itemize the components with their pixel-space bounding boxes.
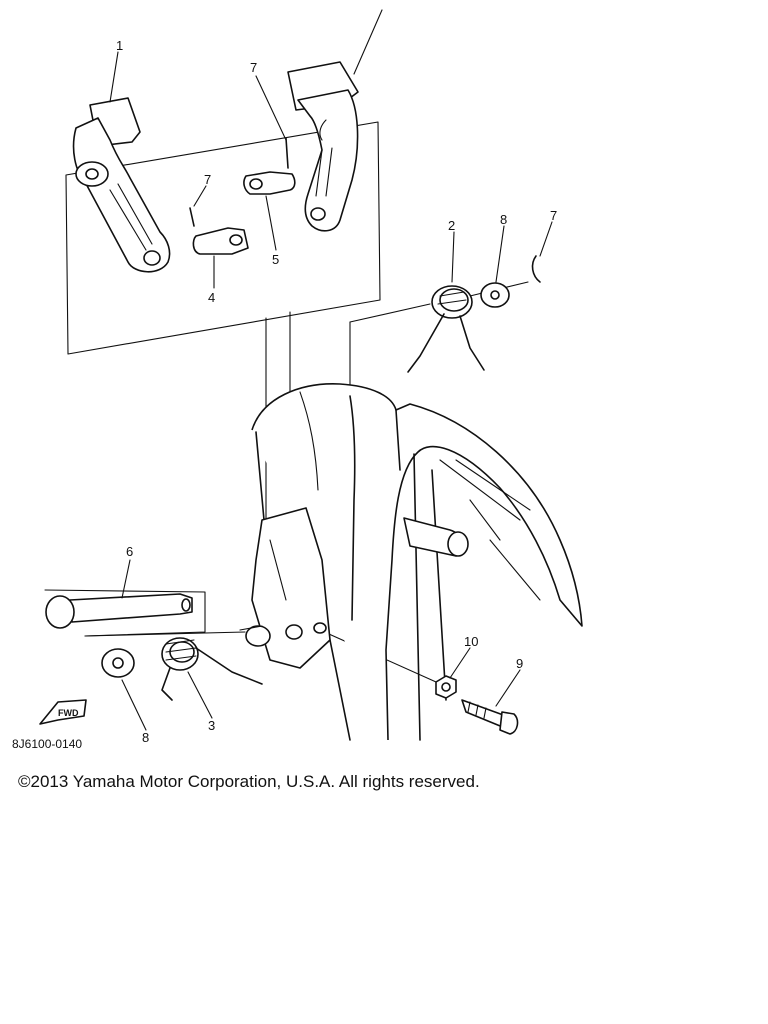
main-frame (239, 383, 583, 741)
bolt-9 (461, 699, 519, 735)
callout-6: 6 (126, 544, 133, 559)
drawing-code: 8J6100-0140 (12, 737, 82, 751)
assembly-lines (44, 121, 529, 687)
fwd-badge-label: FWD (58, 708, 79, 718)
callout-2: 2 (448, 218, 455, 233)
bracket-left (72, 97, 171, 273)
parts-diagram: FWD 1 7 7 2 8 7 5 4 6 10 9 3 8 8J6100-01… (12, 9, 583, 751)
nut-10 (435, 675, 457, 699)
callout-9: 9 (516, 656, 523, 671)
clevis-pin-4 (192, 227, 249, 255)
callout-7-top: 7 (250, 60, 257, 75)
pivot-pin-6 (45, 593, 193, 629)
callout-10: 10 (464, 634, 478, 649)
bracket-right (287, 61, 359, 232)
callout-3: 3 (208, 718, 215, 733)
callout-numbers: 1 7 7 2 8 7 5 4 6 10 9 3 8 (116, 38, 557, 745)
leader-lines (109, 9, 553, 731)
fwd-direction-badge: FWD (39, 699, 87, 725)
washer-8-upper (480, 282, 510, 308)
cotter-pins (189, 137, 541, 283)
washer-8-lower (101, 648, 135, 678)
clevis-5 (243, 171, 296, 195)
callout-8-upper: 8 (500, 212, 507, 227)
copyright-notice: ©2013 Yamaha Motor Corporation, U.S.A. A… (18, 772, 480, 791)
callout-1: 1 (116, 38, 123, 53)
spring-3 (161, 637, 263, 701)
spring-2 (407, 285, 485, 373)
callout-4: 4 (208, 290, 215, 305)
callout-7-right: 7 (550, 208, 557, 223)
callout-7-middle: 7 (204, 172, 211, 187)
callout-5: 5 (272, 252, 279, 267)
callout-8-lower: 8 (142, 730, 149, 745)
